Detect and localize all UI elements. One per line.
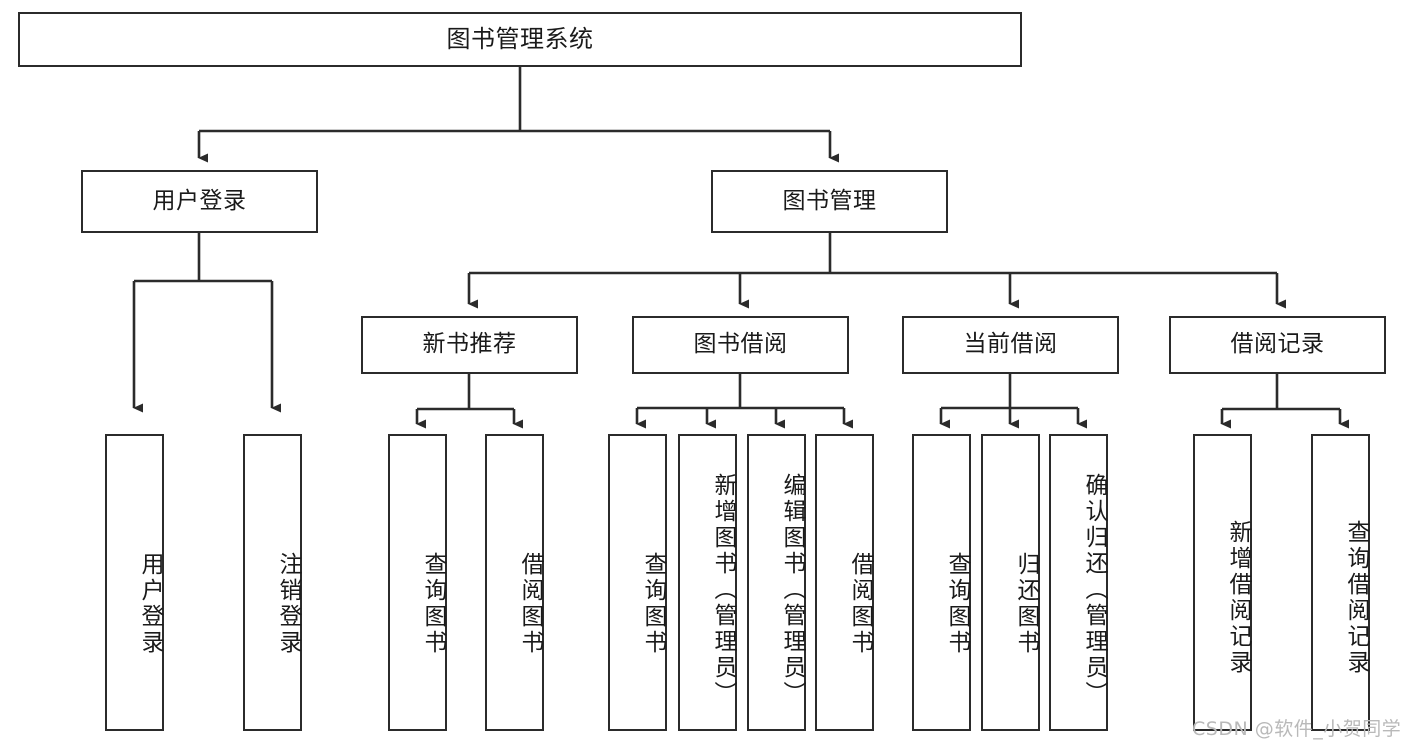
node-book-borrow[interactable]: 图书借阅 xyxy=(632,316,849,374)
leaf-query-record[interactable]: 查询借阅记录 xyxy=(1311,434,1370,731)
leaf-query-book-1[interactable]: 查询图书 xyxy=(388,434,447,731)
node-label: 图书借阅 xyxy=(693,331,788,358)
leaf-edit-book[interactable]: 编辑图书（管理员） xyxy=(747,434,806,731)
node-label: 查询图书 xyxy=(420,551,446,656)
node-label: 查询图书 xyxy=(640,551,666,656)
node-label: 用户登录 xyxy=(137,551,163,656)
leaf-query-book-3[interactable]: 查询图书 xyxy=(912,434,971,731)
csdn-watermark: CSDN @软件_小贺同学 xyxy=(1192,718,1402,740)
node-borrow-record[interactable]: 借阅记录 xyxy=(1169,316,1386,374)
node-root-system[interactable]: 图书管理系统 xyxy=(18,12,1022,67)
node-label: 新书推荐 xyxy=(422,331,517,358)
node-user-login[interactable]: 用户登录 xyxy=(81,170,318,233)
leaf-add-record[interactable]: 新增借阅记录 xyxy=(1193,434,1252,731)
node-label: 图书管理系统 xyxy=(446,25,594,54)
node-label: 新增借阅记录 xyxy=(1225,519,1251,676)
node-current-borrow[interactable]: 当前借阅 xyxy=(902,316,1119,374)
node-book-manage[interactable]: 图书管理 xyxy=(711,170,948,233)
leaf-confirm-return[interactable]: 确认归还（管理员） xyxy=(1049,434,1108,731)
node-label: 借阅图书 xyxy=(517,551,543,656)
node-label: 图书管理 xyxy=(782,187,877,214)
leaf-borrow-book-2[interactable]: 借阅图书 xyxy=(815,434,874,731)
node-label: 查询图书 xyxy=(944,551,970,656)
node-label: 注销登录 xyxy=(275,551,301,656)
leaf-user-logout[interactable]: 注销登录 xyxy=(243,434,302,731)
node-label: 借阅记录 xyxy=(1230,331,1325,358)
leaf-user-login[interactable]: 用户登录 xyxy=(105,434,164,731)
node-label: 用户登录 xyxy=(152,187,247,214)
leaf-borrow-book-1[interactable]: 借阅图书 xyxy=(485,434,544,731)
node-label: 确认归还（管理员） xyxy=(1081,472,1107,707)
node-label: 借阅图书 xyxy=(847,551,873,656)
leaf-return-book[interactable]: 归还图书 xyxy=(981,434,1040,731)
node-label: 归还图书 xyxy=(1013,551,1039,656)
node-label: 当前借阅 xyxy=(963,331,1058,358)
node-label: 查询借阅记录 xyxy=(1343,519,1369,676)
node-new-book-recommend[interactable]: 新书推荐 xyxy=(361,316,578,374)
node-label: 新增图书（管理员） xyxy=(710,472,736,707)
leaf-query-book-2[interactable]: 查询图书 xyxy=(608,434,667,731)
node-label: 编辑图书（管理员） xyxy=(779,472,805,707)
leaf-add-book[interactable]: 新增图书（管理员） xyxy=(678,434,737,731)
